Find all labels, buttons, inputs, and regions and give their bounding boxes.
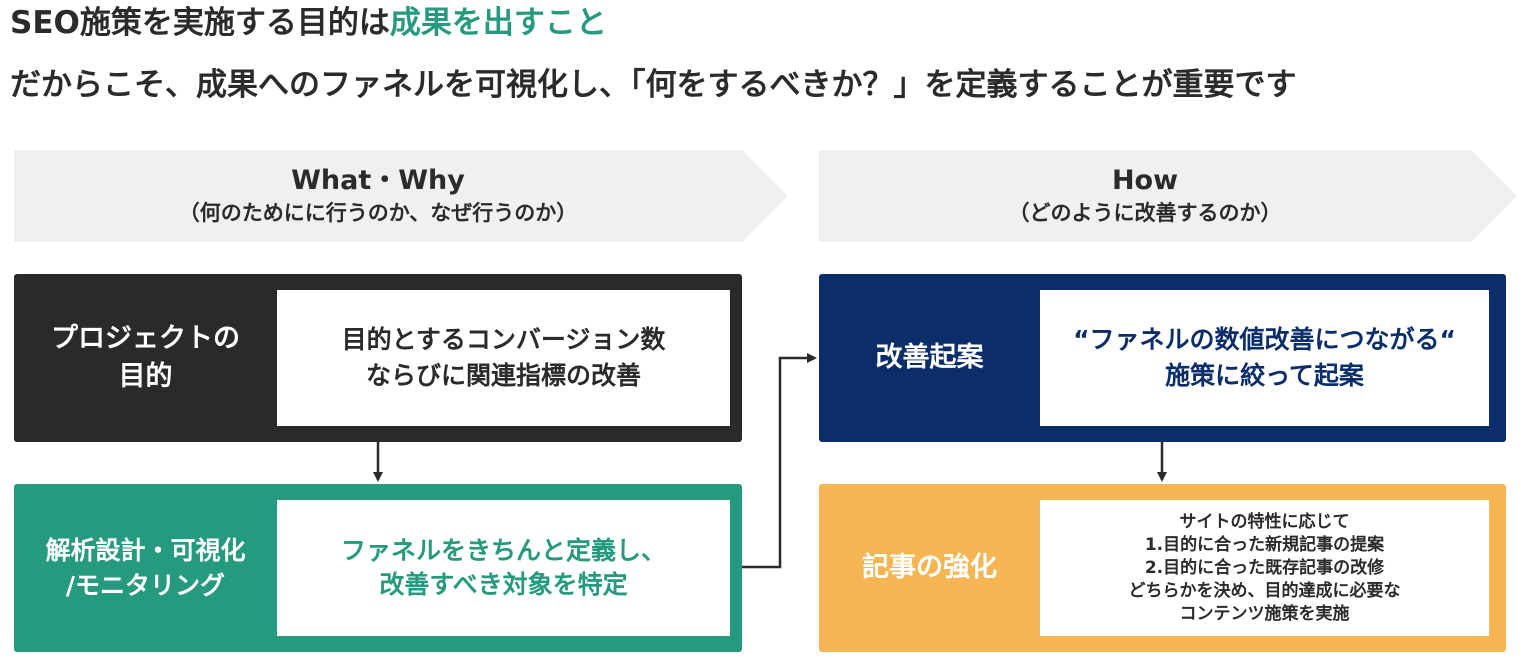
step-box-content-enhancement: 記事の強化 サイトの特性に応じて 1.目的に合った新規記事の提案 2.目的に合っ…: [819, 484, 1506, 652]
step-label: 改善起案: [875, 342, 984, 373]
phase-subtitle: （どのように改善するのか）: [1008, 201, 1282, 225]
arrow-analysis-to-proposal: [742, 353, 817, 569]
phase-chevron-how: How （どのように改善するのか）: [819, 150, 1517, 242]
step-content: サイトの特性に応じて 1.目的に合った新規記事の提案 2.目的に合った既存記事の…: [1040, 500, 1489, 636]
headline-line-1: SEO施策を実施する目的は成果を出すこと: [10, 8, 607, 39]
step-label: プロジェクトの 目的: [51, 323, 240, 392]
step-label: 記事の強化: [862, 552, 997, 583]
headline-line-2: だからこそ、成果へのファネルを可視化し、「何をするべきか？」を定義することが重要…: [10, 67, 1297, 103]
headline-accent-text: 成果を出すこと: [389, 5, 607, 41]
step-label: 解析設計・可視化 /モニタリング: [45, 536, 246, 600]
headline-main-text: SEO施策を実施する目的は: [10, 5, 390, 41]
phase-subtitle: （何のためにに行うのか、なぜ行うのか）: [178, 201, 578, 225]
phase-chevron-what-why: What・Why （何のためにに行うのか、なぜ行うのか）: [14, 150, 788, 242]
phase-title: How: [1111, 165, 1179, 196]
step-box-project-objective: プロジェクトの 目的 目的とするコンバージョン数 ならびに関連指標の改善: [14, 274, 742, 442]
step-box-improvement-proposal: 改善起案 “ファネルの数値改善につながる“ 施策に絞って起案: [819, 274, 1506, 442]
phase-title: What・Why: [291, 165, 465, 196]
step-content: “ファネルの数値改善につながる“ 施策に絞って起案: [1040, 290, 1489, 426]
step-content: ファネルをきちんと定義し、 改善すべき対象を特定: [277, 500, 730, 636]
step-box-analysis-design: 解析設計・可視化 /モニタリング ファネルをきちんと定義し、 改善すべき対象を特…: [14, 484, 742, 652]
step-content: 目的とするコンバージョン数 ならびに関連指標の改善: [277, 290, 730, 426]
